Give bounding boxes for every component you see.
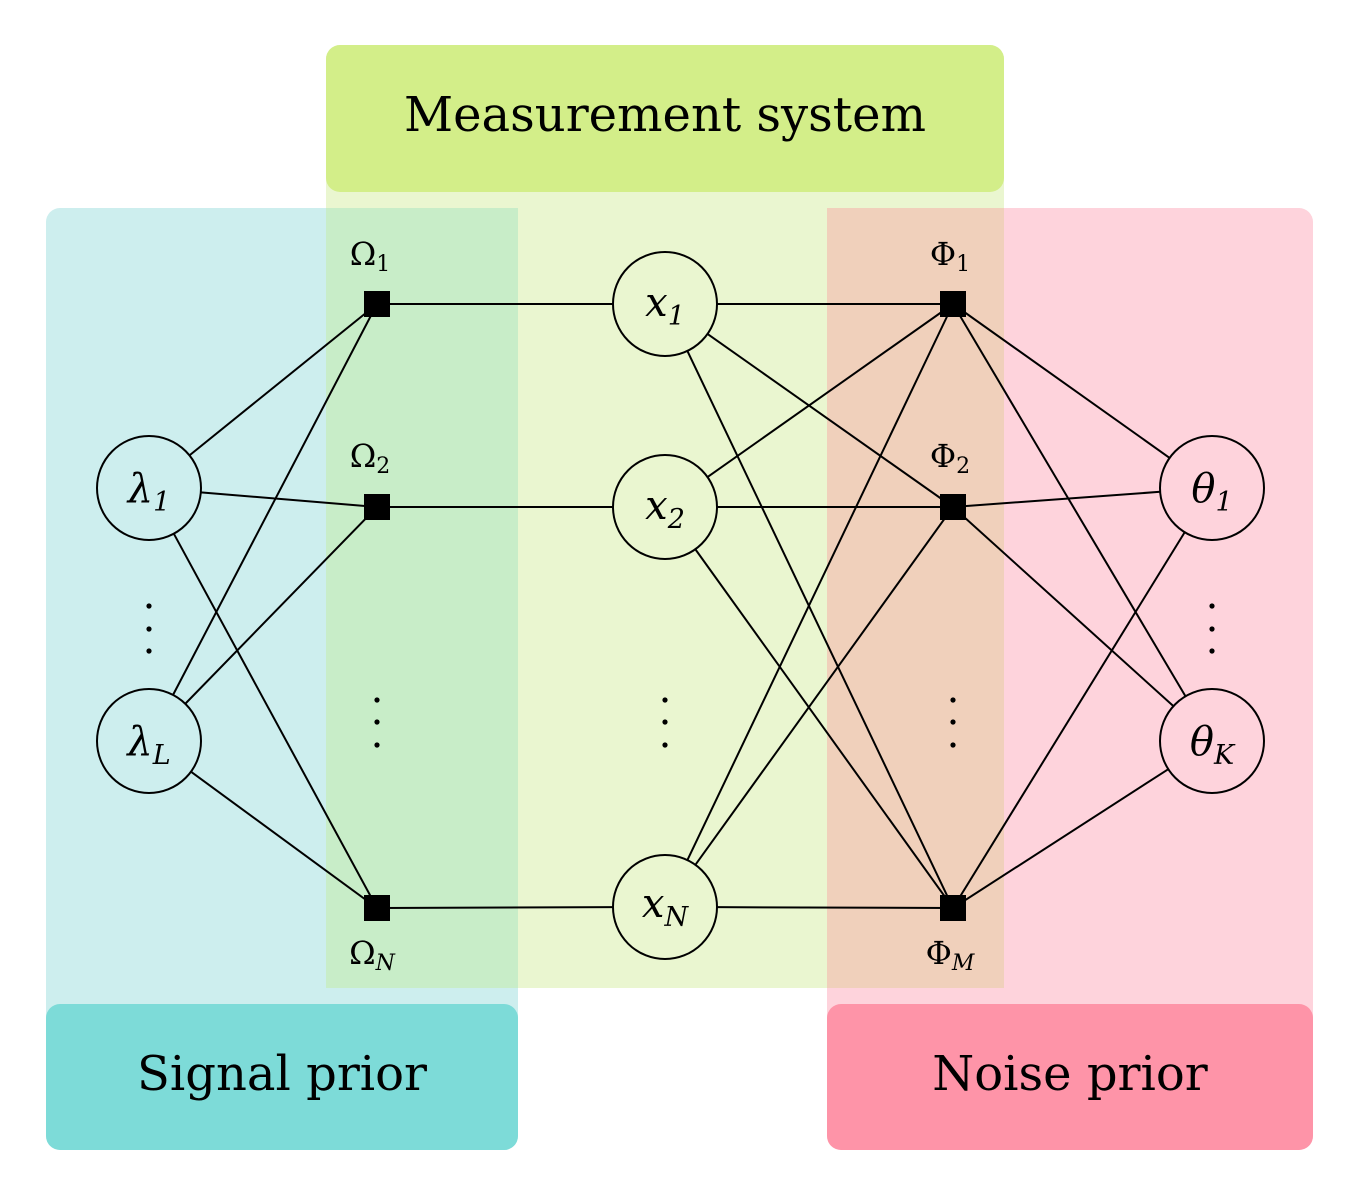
theta-ellipsis [1209,603,1215,654]
node-x-n: xN [612,854,718,960]
factor-phi-2-subscript: 2 [956,454,970,479]
edge-x-n-to-phi-2 [694,506,954,866]
node-x-n-subscript: N [663,902,689,933]
node-x-1: x1 [612,251,718,357]
node-lambda-1: λ1 [96,435,202,541]
factor-omega-2 [364,494,390,520]
factor-phi-m-label: ΦM [926,934,975,976]
factor-omega-1-symbol: Ω [350,235,377,273]
node-x-n-symbol: x [642,881,665,927]
factor-phi-2-symbol: Φ [930,437,956,475]
factor-omega-2-subscript: 2 [376,454,390,479]
edge-lambda-l-to-omega-1 [172,303,378,696]
node-x-2: x2 [612,454,718,560]
measurement-system-title: Measurement system [404,87,926,143]
factor-phi-1-symbol: Φ [930,235,956,273]
svg-text:λL: λL [125,719,170,771]
edge-x-n-to-phi-m [716,906,954,909]
edge-lambda-1-to-omega-n [172,533,378,909]
measurement-system-header [326,45,1004,192]
edge-x-2-to-phi-m [694,548,954,909]
node-lambda-l-subscript: L [152,740,171,771]
factor-omega-1-label: Ω1 [350,235,391,277]
node-theta-k-symbol: θ [1190,719,1214,765]
node-theta-k: θK [1159,688,1265,794]
signal-prior-title: Signal prior [137,1046,427,1102]
edge-x-2-to-phi-1 [706,303,954,478]
node-x-1-symbol: x [645,280,668,326]
edge-phi-m-to-theta-k [952,768,1169,909]
omega-ellipsis [374,697,380,748]
factor-phi-m-symbol: Φ [926,934,952,972]
node-theta-1-subscript: 1 [1215,487,1232,518]
edge-phi-1-to-theta-k [952,303,1187,697]
node-x-2-subscript: 2 [667,504,685,535]
phi-ellipsis [950,697,956,748]
svg-text:x2: x2 [645,483,685,535]
noise-prior-title: Noise prior [932,1046,1207,1102]
edge-phi-m-to-theta-1 [952,531,1186,909]
edge-lambda-1-to-omega-2 [200,491,378,508]
node-x-2-symbol: x [645,483,668,529]
edge-omega-n-to-x-n [376,906,614,909]
edge-x-n-to-phi-1 [686,303,954,861]
svg-text:λ1: λ1 [126,466,171,518]
factor-omega-1 [364,291,390,317]
svg-text:x1: x1 [645,280,685,332]
factor-phi-m-subscript: M [951,951,975,976]
factor-phi-1-label: Φ1 [930,235,970,277]
factor-omega-2-label: Ω2 [350,437,391,479]
signal-prior-header [46,1004,518,1150]
x-ellipsis [662,697,668,748]
node-theta-1: θ1 [1159,435,1265,541]
factor-phi-1 [940,291,966,317]
edge-phi-1-to-theta-1 [952,303,1171,459]
node-lambda-l: λL [96,688,202,794]
noise-prior-header [827,1004,1313,1150]
lambda-ellipsis [146,603,152,654]
node-theta-k-subscript: K [1213,740,1236,771]
svg-text:θ1: θ1 [1191,466,1232,518]
edge-phi-2-to-theta-1 [952,490,1161,508]
edge-x-1-to-phi-m [686,350,954,909]
svg-text:xN: xN [642,881,690,933]
node-x-1-subscript: 1 [668,301,685,332]
node-theta-1-symbol: θ [1191,466,1215,512]
signal-measurement-overlap [326,208,518,988]
factor-omega-n-symbol: Ω [349,934,376,972]
factor-omega-2-symbol: Ω [350,437,377,475]
node-lambda-l-symbol: λ [125,719,152,765]
svg-text:θK: θK [1190,719,1236,771]
factor-phi-m [940,895,966,921]
factor-omega-n-subscript: N [375,951,396,976]
factor-omega-n-label: ΩN [349,934,396,976]
noise-measurement-overlap [827,208,1004,988]
factor-omega-n [364,895,390,921]
node-lambda-1-symbol: λ [126,466,153,512]
edge-x-1-to-phi-2 [706,333,954,508]
factor-omega-1-subscript: 1 [376,252,390,277]
factor-phi-1-subscript: 1 [956,252,970,277]
edge-lambda-l-to-omega-2 [184,506,378,705]
edge-phi-2-to-theta-k [952,506,1175,707]
edges [172,303,1187,909]
factor-phi-2-label: Φ2 [930,437,970,479]
factor-phi-2 [940,494,966,520]
edge-lambda-1-to-omega-1 [188,303,378,457]
node-lambda-1-subscript: 1 [153,487,170,518]
edge-lambda-l-to-omega-n [190,770,378,909]
